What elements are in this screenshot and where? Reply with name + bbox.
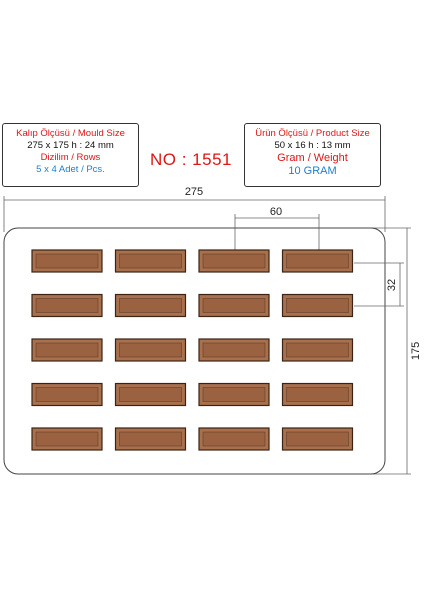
cavity-inner — [286, 253, 349, 269]
cavity-inner — [202, 387, 266, 402]
cavity-inner — [119, 431, 182, 447]
cavity-inner — [119, 253, 182, 269]
height-dimension-label: 175 — [410, 342, 422, 360]
cavity-grid — [31, 249, 354, 451]
product-size-box: Ürün Ölçüsü / Product Size 50 x 16 h : 1… — [244, 123, 381, 187]
cavity-inner — [286, 431, 349, 447]
cavity-inner — [119, 298, 182, 313]
cavity-inner — [35, 342, 99, 358]
cavity-inner — [202, 431, 266, 447]
pitch-y-label: 32 — [386, 279, 398, 291]
cavity-inner — [35, 431, 99, 447]
cavity-inner — [119, 387, 182, 402]
pitch-x-label: 60 — [270, 206, 282, 218]
cavity-inner — [35, 298, 99, 313]
mould-outline — [3, 227, 386, 475]
mould-size-value: 275 x 175 h : 24 mm — [27, 140, 114, 151]
cavity-inner — [202, 298, 266, 313]
cavity-inner — [202, 253, 266, 269]
width-dimension-label: 275 — [185, 186, 203, 198]
cavity-inner — [286, 298, 349, 313]
rows-label: Dizilim / Rows — [40, 152, 101, 163]
cavity-inner — [202, 342, 266, 358]
mould-size-box: Kalıp Ölçüsü / Mould Size 275 x 175 h : … — [2, 123, 139, 187]
model-number: NO : 1551 — [150, 150, 232, 169]
cavity-inner — [35, 387, 99, 402]
cavity-inner — [119, 342, 182, 358]
rows-value: 5 x 4 Adet / Pcs. — [36, 164, 105, 175]
product-size-value: 50 x 16 h : 13 mm — [274, 140, 351, 151]
product-size-title: Ürün Ölçüsü / Product Size — [255, 128, 370, 139]
weight-value: 10 GRAM — [288, 165, 337, 177]
cavity-inner — [286, 342, 349, 358]
weight-label: Gram / Weight — [277, 152, 348, 164]
cavity-inner — [286, 387, 349, 402]
mould-size-title: Kalıp Ölçüsü / Mould Size — [16, 128, 125, 139]
cavity-inner — [35, 253, 99, 269]
